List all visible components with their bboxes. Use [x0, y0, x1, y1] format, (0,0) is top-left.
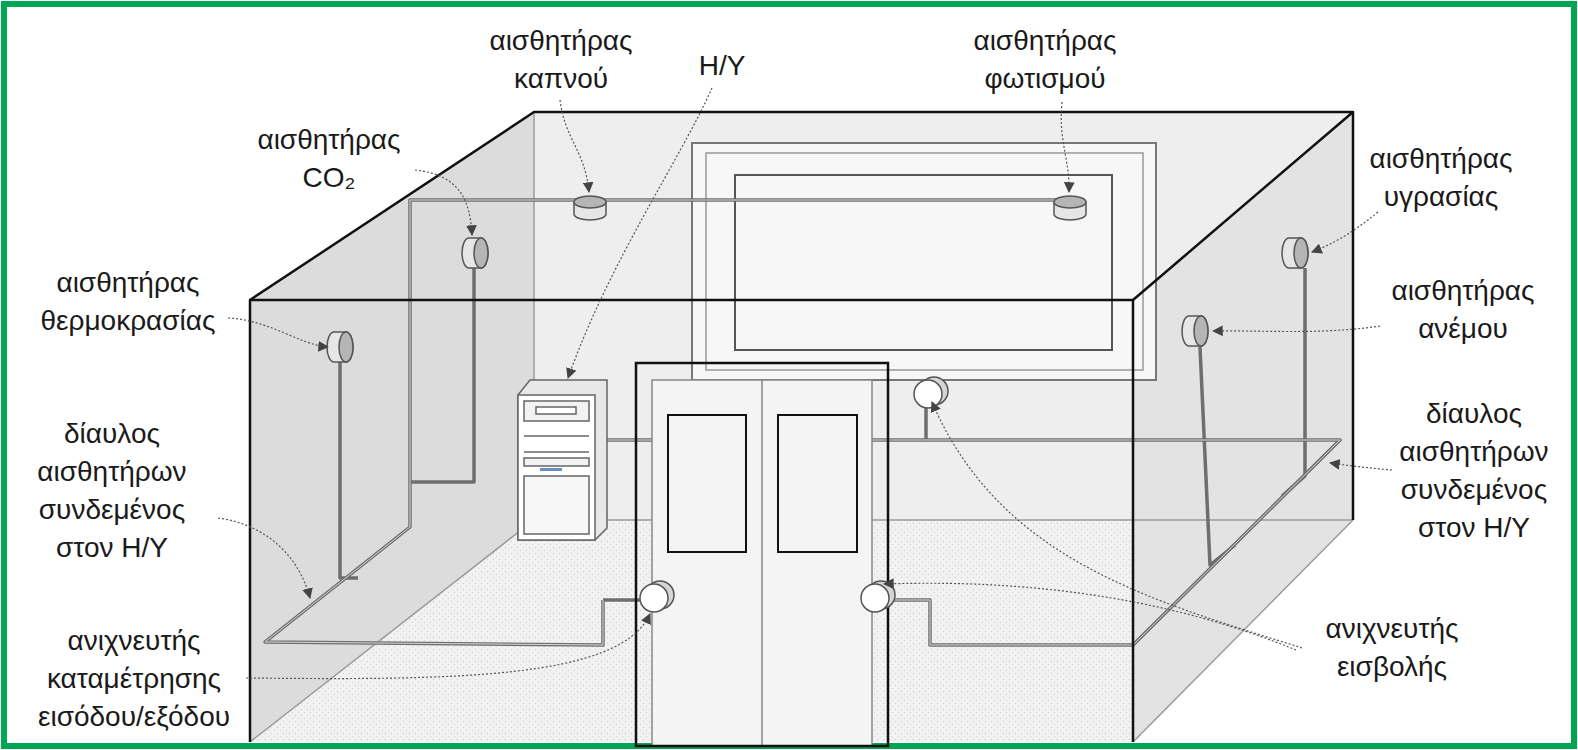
- callout-label: αισθητήρας καπνού: [474, 22, 649, 98]
- sensor-symbols: [1182, 316, 1208, 346]
- sensor-symbols: [640, 581, 674, 612]
- callout-label: αισθητήρας CO₂: [242, 121, 417, 197]
- sensor-symbols: [861, 581, 895, 612]
- computer: [518, 380, 607, 540]
- callout-label: Η/Υ: [677, 47, 767, 85]
- sensor-bus-highlight: [890, 440, 1340, 645]
- leader-lines: [415, 170, 472, 235]
- computer: [540, 468, 562, 471]
- frame-border: [4, 4, 1574, 746]
- sensor-symbols: [914, 377, 948, 408]
- window: [692, 143, 1156, 380]
- leader-lines: [228, 318, 328, 347]
- computer: [524, 401, 589, 421]
- sensor-symbols: [574, 196, 606, 220]
- callout-label: ανιχνευτής καταμέτρησης εισόδου/εξόδου: [12, 622, 256, 736]
- sensor-symbols: [327, 332, 353, 362]
- sensor-bus: [890, 440, 1340, 645]
- window: [706, 153, 1143, 370]
- callout-label: αισθητήρας υγρασίας: [1354, 140, 1529, 216]
- sensor-bus: [603, 598, 640, 602]
- callout-label: δίαυλος αισθητήρων συνδεμένος στον Η/Υ: [17, 415, 207, 567]
- leader-lines: [884, 583, 1296, 650]
- door: [636, 363, 888, 746]
- sensor-bus: [340, 362, 358, 578]
- door: [636, 363, 888, 746]
- leader-lines: [560, 100, 589, 192]
- room-outline: [250, 112, 1353, 300]
- room-outline: [250, 112, 1353, 742]
- leader-lines: [218, 88, 1392, 679]
- leader-lines: [246, 614, 650, 679]
- door: [652, 380, 872, 746]
- leader-lines: [932, 402, 1302, 648]
- leader-lines: [1312, 212, 1378, 252]
- callout-label: ανιχνευτής εισβολής: [1295, 610, 1490, 686]
- leader-lines: [1061, 102, 1069, 192]
- computer: [536, 407, 576, 414]
- room-outline: [1352, 112, 1355, 520]
- callout-label: αισθητήρας ανέμου: [1376, 272, 1551, 348]
- sensor-symbols: [1054, 196, 1086, 220]
- leader-lines: [1330, 463, 1392, 470]
- computer: [524, 458, 589, 466]
- sensor-bus: [410, 266, 474, 482]
- sensor-symbols: [1282, 238, 1308, 268]
- room-outline: [250, 300, 1133, 742]
- computer: [524, 451, 589, 453]
- callout-label: αισθητήρας θερμοκρασίας: [13, 264, 243, 340]
- sensor-symbols: [327, 196, 1308, 612]
- sensor-symbols: [462, 238, 488, 268]
- computer: [524, 476, 589, 534]
- callout-label: αισθητήρας φωτισμού: [953, 22, 1138, 98]
- callout-label: δίαυλος αισθητήρων συνδεμένος στον Η/Υ: [1384, 395, 1564, 547]
- door: [761, 380, 763, 746]
- leader-lines: [568, 88, 712, 378]
- computer: [518, 395, 595, 540]
- room-walls: [250, 520, 534, 742]
- door: [778, 415, 857, 552]
- sensor-bus: [1282, 268, 1305, 496]
- sensor-bus: [1200, 347, 1235, 565]
- window: [692, 143, 1156, 380]
- door: [668, 415, 746, 552]
- computer: [518, 380, 607, 540]
- leader-lines: [1213, 326, 1380, 332]
- computer: [524, 435, 589, 437]
- leader-lines: [218, 518, 310, 598]
